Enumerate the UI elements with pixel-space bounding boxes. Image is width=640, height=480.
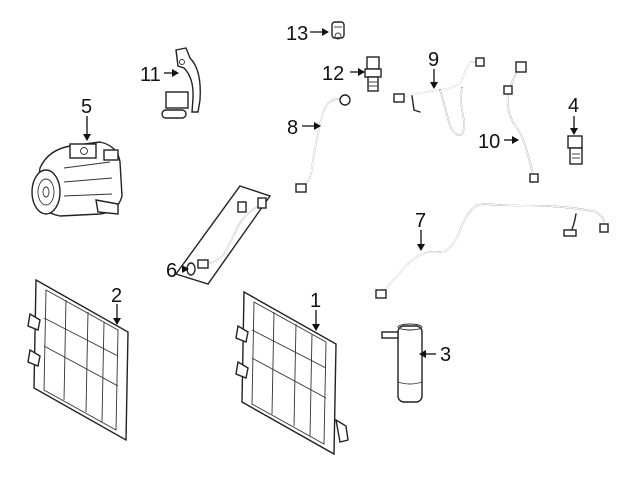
- part-10-line: [503, 61, 539, 183]
- part-3-receiver-drier: [381, 323, 423, 403]
- callout-13: 13: [286, 23, 308, 45]
- callout-9: 9: [428, 49, 439, 71]
- callout-8: 8: [287, 117, 298, 139]
- callout-7: 7: [415, 210, 426, 232]
- part-9-hose: [393, 57, 485, 136]
- callout-3: 3: [440, 344, 451, 366]
- part-4-sensor: [567, 135, 583, 165]
- part-6-hose-kit: [174, 185, 272, 285]
- part-13-cap: [331, 21, 345, 40]
- part-12-pressure-switch: [364, 56, 382, 92]
- part-11-bracket: [161, 47, 201, 119]
- callout-12: 12: [322, 63, 344, 85]
- callout-10: 10: [478, 131, 500, 153]
- callout-6: 6: [166, 260, 177, 282]
- part-5-compressor: [31, 141, 123, 217]
- callout-1: 1: [310, 290, 321, 312]
- part-2-condenser: [27, 278, 129, 442]
- part-7-line: [375, 203, 609, 299]
- callout-2: 2: [111, 285, 122, 307]
- part-1-condenser: [235, 290, 349, 456]
- callout-4: 4: [568, 95, 579, 117]
- callout-5: 5: [81, 96, 92, 118]
- callout-11: 11: [140, 64, 161, 86]
- part-8-line: [295, 94, 351, 193]
